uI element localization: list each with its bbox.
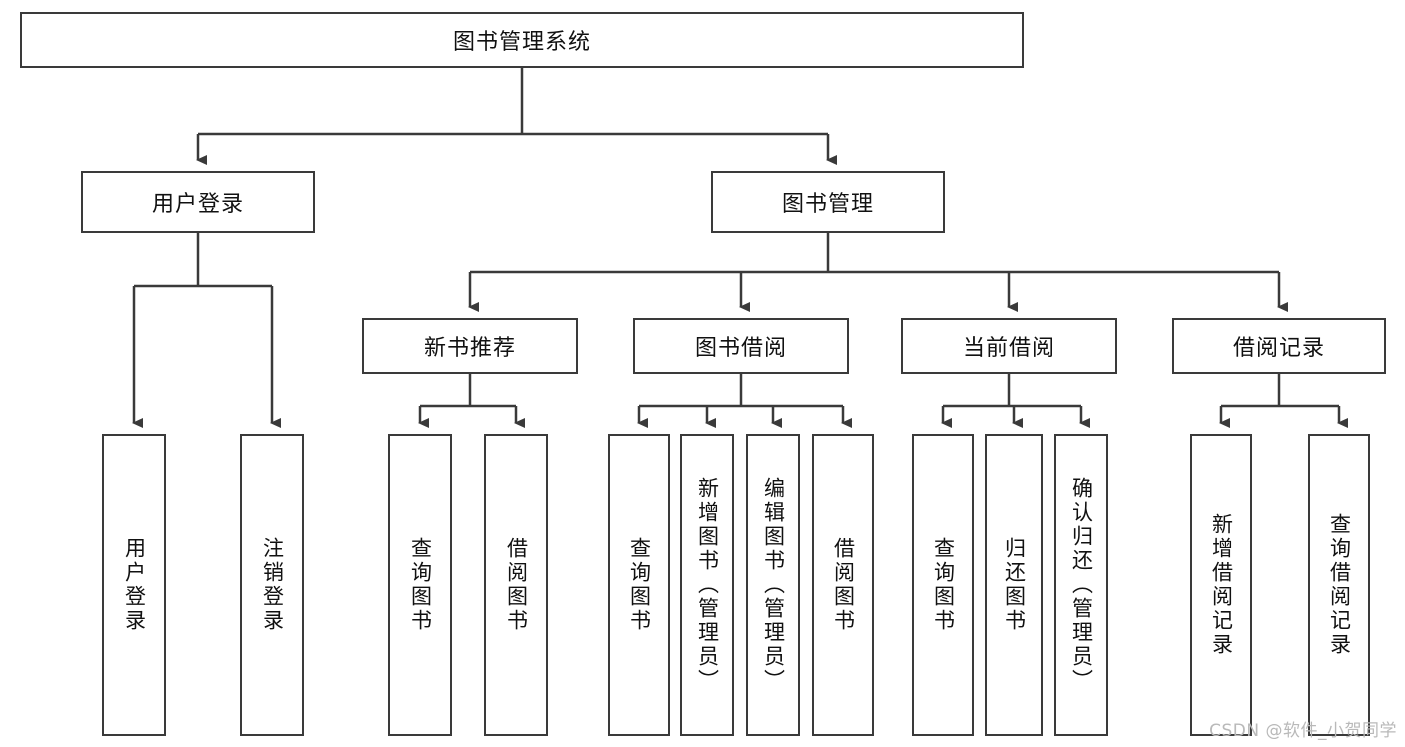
node-new-book-rec[interactable]: 新书推荐 <box>362 318 578 374</box>
node-leaf-add-record-label: 新增借阅记录 <box>1209 513 1234 657</box>
node-borrow-record[interactable]: 借阅记录 <box>1172 318 1386 374</box>
node-leaf-add-book[interactable]: 新增图书（管理员） <box>680 434 734 736</box>
node-root-label: 图书管理系统 <box>452 30 591 55</box>
node-leaf-add-book-label: 新增图书（管理员） <box>695 477 720 693</box>
node-current-borrow[interactable]: 当前借阅 <box>901 318 1117 374</box>
node-leaf-user-login[interactable]: 用户登录 <box>102 434 166 736</box>
node-book-borrow-label: 图书借阅 <box>694 336 787 361</box>
node-leaf-query-book-1[interactable]: 查询图书 <box>388 434 452 736</box>
node-current-borrow-label: 当前借阅 <box>962 336 1055 361</box>
node-leaf-borrow-book-1-label: 借阅图书 <box>504 537 529 633</box>
node-leaf-return-book-label: 归还图书 <box>1002 537 1027 633</box>
node-borrow-record-label: 借阅记录 <box>1232 336 1325 361</box>
node-leaf-query-record[interactable]: 查询借阅记录 <box>1308 434 1370 736</box>
node-new-book-rec-label: 新书推荐 <box>423 336 516 361</box>
node-leaf-borrow-book-2-label: 借阅图书 <box>831 537 856 633</box>
node-leaf-logout-label: 注销登录 <box>260 537 285 633</box>
node-leaf-borrow-book-2[interactable]: 借阅图书 <box>812 434 874 736</box>
node-leaf-borrow-book-1[interactable]: 借阅图书 <box>484 434 548 736</box>
node-leaf-edit-book[interactable]: 编辑图书（管理员） <box>746 434 800 736</box>
node-user-login[interactable]: 用户登录 <box>81 171 315 233</box>
node-leaf-add-record[interactable]: 新增借阅记录 <box>1190 434 1252 736</box>
node-leaf-return-book[interactable]: 归还图书 <box>985 434 1043 736</box>
node-leaf-query-book-2-label: 查询图书 <box>627 537 652 633</box>
node-book-borrow[interactable]: 图书借阅 <box>633 318 849 374</box>
node-leaf-confirm-return-label: 确认归还（管理员） <box>1069 477 1094 693</box>
node-book-manage-label: 图书管理 <box>781 192 874 217</box>
node-leaf-query-book-2[interactable]: 查询图书 <box>608 434 670 736</box>
node-leaf-logout[interactable]: 注销登录 <box>240 434 304 736</box>
node-leaf-edit-book-label: 编辑图书（管理员） <box>761 477 786 693</box>
node-leaf-query-book-3-label: 查询图书 <box>931 537 956 633</box>
node-leaf-user-login-label: 用户登录 <box>122 537 147 633</box>
node-leaf-query-record-label: 查询借阅记录 <box>1327 513 1352 657</box>
node-leaf-query-book-1-label: 查询图书 <box>408 537 433 633</box>
node-leaf-confirm-return[interactable]: 确认归还（管理员） <box>1054 434 1108 736</box>
csdn-watermark: CSDN @软件_小贺同学 <box>1209 721 1397 741</box>
node-user-login-label: 用户登录 <box>151 192 244 217</box>
node-leaf-query-book-3[interactable]: 查询图书 <box>912 434 974 736</box>
node-book-manage[interactable]: 图书管理 <box>711 171 945 233</box>
node-root[interactable]: 图书管理系统 <box>20 12 1024 68</box>
